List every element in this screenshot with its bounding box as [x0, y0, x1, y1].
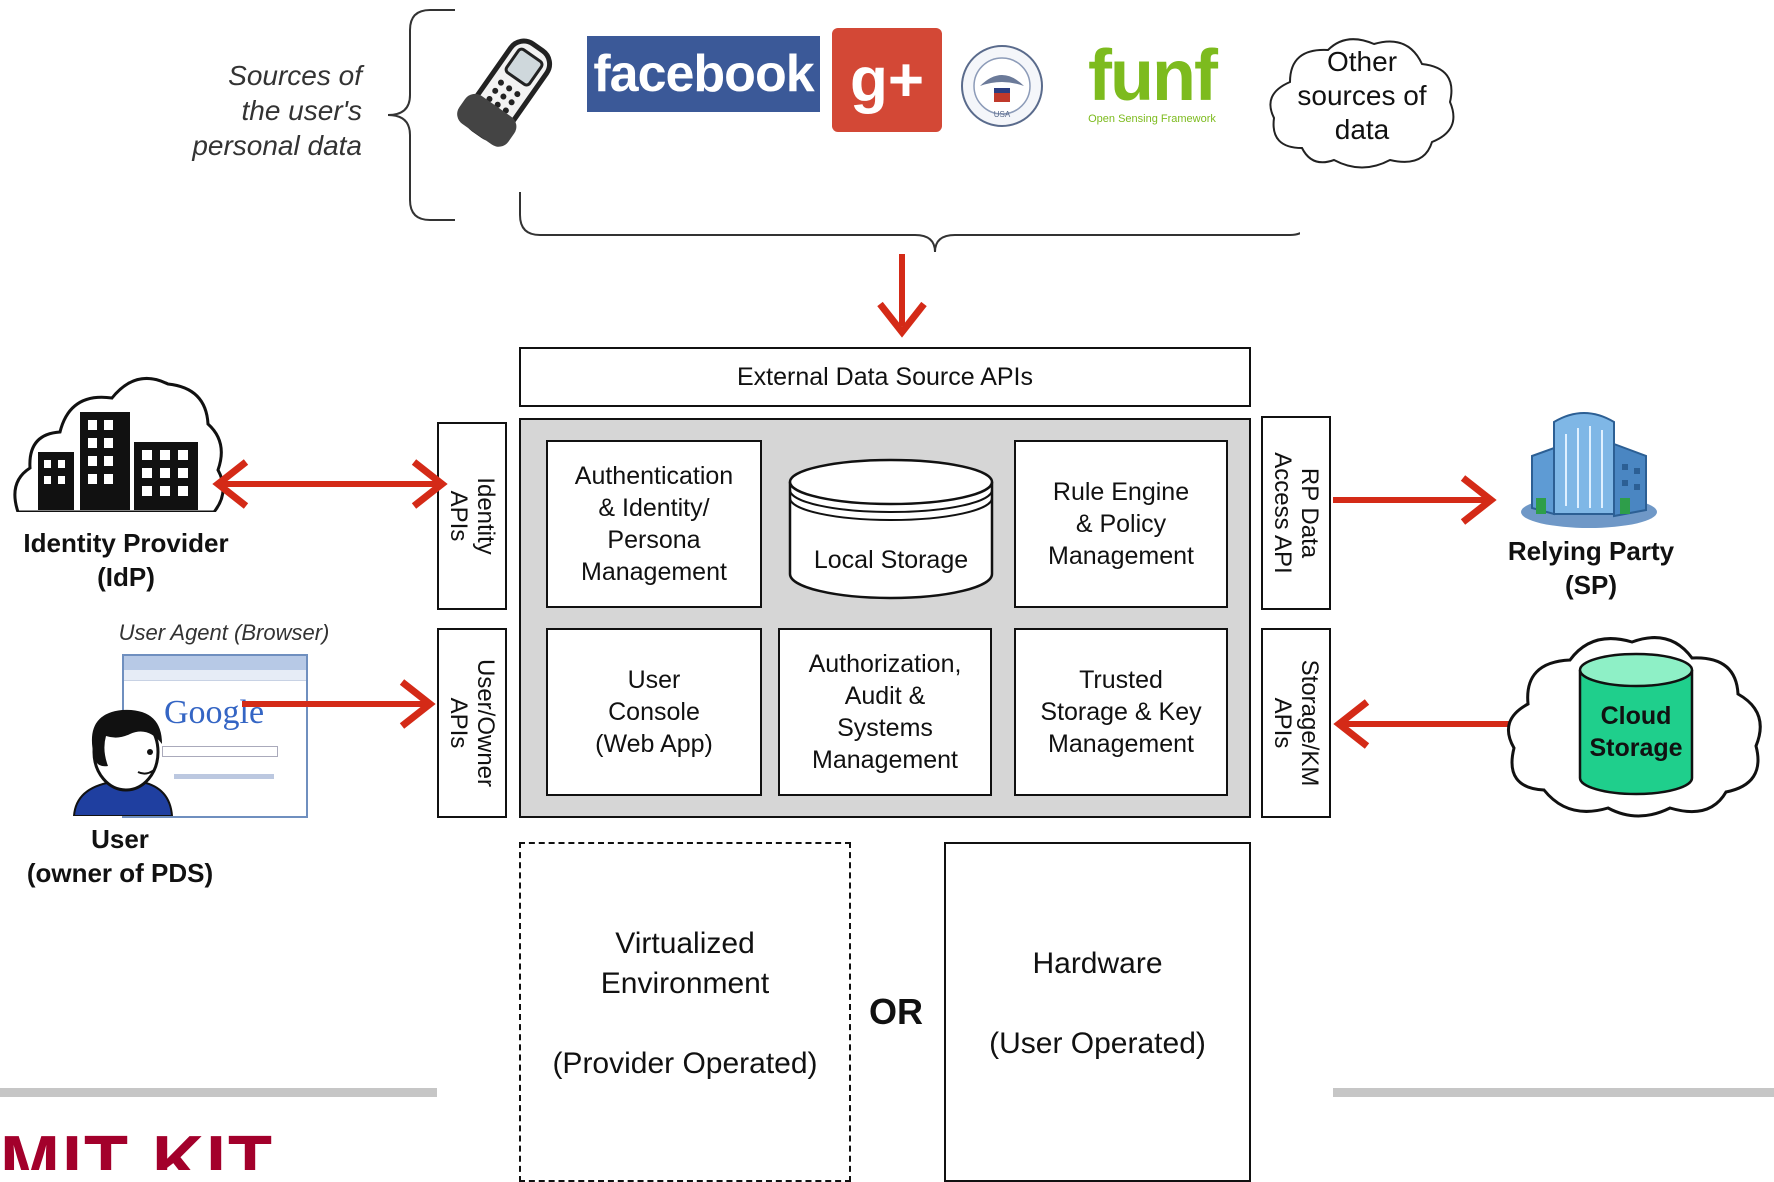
module-user-console-label: User Console (Web App) — [595, 666, 713, 758]
identity-provider-label: Identity Provider (IdP) — [23, 528, 229, 592]
identity-provider-building-icon — [13, 376, 225, 512]
funf-logo: funf Open Sensing Framework — [1072, 40, 1232, 130]
identity-apis: Identity APIs — [437, 422, 507, 610]
module-authorization: Authorization, Audit & Systems Managemen… — [778, 628, 992, 796]
local-storage-label: Local Storage — [813, 546, 969, 574]
phone-icon — [457, 38, 553, 147]
funf-logo-subtitle: Open Sensing Framework — [1088, 113, 1216, 125]
browser-links — [174, 774, 274, 779]
module-authentication-label: Authentication & Identity/ Persona Manag… — [574, 462, 734, 586]
idp-arrow — [212, 459, 448, 509]
cloud-storage-icon — [1506, 636, 1762, 818]
module-authentication: Authentication & Identity/ Persona Manag… — [546, 440, 762, 608]
relying-party-label: Relying Party (SP) — [1507, 536, 1675, 600]
ssa-usa-text: USA — [994, 110, 1011, 119]
sources-label: Sources of the user's personal data — [192, 60, 362, 161]
source-brackets — [387, 9, 1300, 253]
user-owner-apis: User/Owner APIs — [437, 628, 507, 818]
relying-party-building-icon — [1521, 412, 1657, 528]
cloud-storage-label: Cloud Storage — [1589, 702, 1683, 762]
mit-kit-logo-text: MIT KIT — [0, 1126, 274, 1170]
external-data-source-apis-label: External Data Source APIs — [737, 363, 1033, 391]
user-agent-label: User Agent (Browser) — [118, 620, 330, 645]
rp-data-access-api: RP Data Access API — [1261, 416, 1331, 610]
module-rule-engine: Rule Engine & Policy Management — [1014, 440, 1228, 608]
browser-titlebar — [124, 656, 306, 670]
user-person-icon — [72, 709, 174, 816]
module-authorization-label: Authorization, Audit & Systems Managemen… — [808, 650, 962, 774]
browser-google-logo: Google — [164, 694, 265, 731]
identity-apis-label: Identity APIs — [445, 477, 499, 555]
or-label: OR — [869, 991, 923, 1032]
virtualized-environment-label: Virtualized Environment (Provider Operat… — [552, 927, 818, 1080]
user-owner-apis-label: User/Owner APIs — [445, 658, 499, 788]
other-sources-cloud — [1269, 38, 1455, 169]
local-storage-cylinder — [788, 458, 994, 600]
storage-km-apis-label: Storage/KM APIs — [1269, 659, 1323, 787]
browser-search-box — [162, 746, 278, 757]
rp-arrow — [1333, 475, 1497, 525]
funf-logo-text: funf — [1088, 36, 1218, 116]
external-data-source-apis: External Data Source APIs — [519, 347, 1251, 407]
user-arrow — [242, 679, 436, 729]
ssa-seal-icon: USA — [961, 45, 1043, 127]
module-rule-engine-label: Rule Engine & Policy Management — [1048, 478, 1194, 570]
storage-km-apis: Storage/KM APIs — [1261, 628, 1331, 818]
rp-data-access-api-label: RP Data Access API — [1269, 452, 1323, 574]
browser-toolbar — [124, 670, 306, 681]
module-user-console: User Console (Web App) — [546, 628, 762, 796]
facebook-logo: facebook — [587, 36, 820, 112]
down-arrow — [877, 254, 927, 338]
hardware-label: Hardware (User Operated) — [989, 947, 1206, 1060]
module-trusted-storage: Trusted Storage & Key Management — [1014, 628, 1228, 796]
module-trusted-storage-label: Trusted Storage & Key Management — [1040, 666, 1202, 758]
google-plus-logo: g+ — [832, 28, 942, 132]
footer-rule-right — [1333, 1088, 1774, 1097]
mit-kit-logo: MIT KIT — [0, 1126, 380, 1170]
user-label: User (owner of PDS) — [26, 824, 214, 888]
footer-rule-left — [0, 1088, 437, 1097]
other-sources-label: Other sources of data — [1297, 46, 1427, 145]
